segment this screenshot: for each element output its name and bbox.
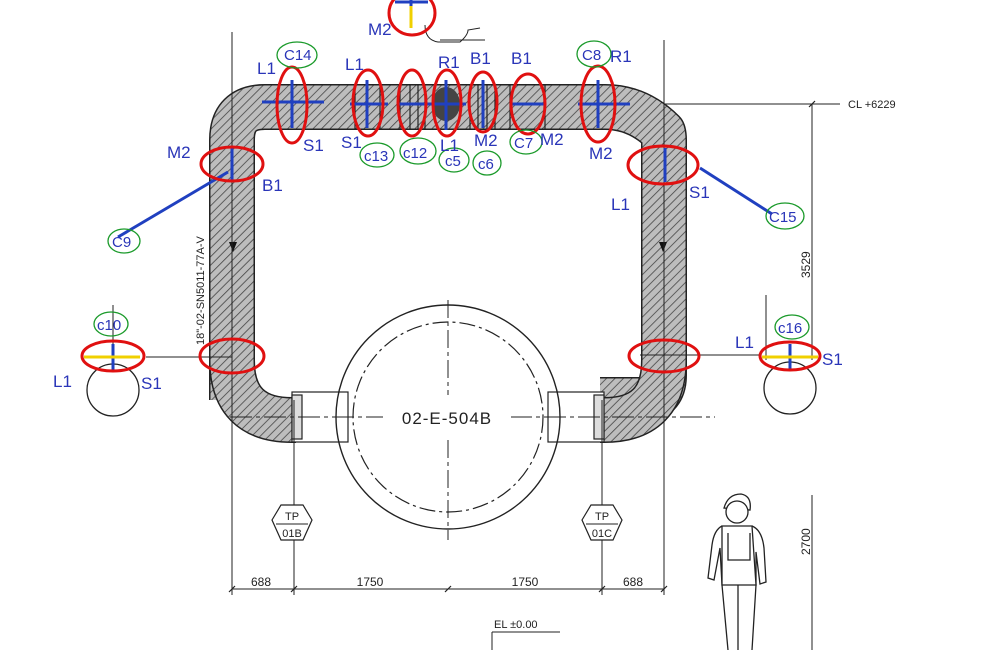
worker-figure — [707, 493, 767, 650]
component-circles — [93, 40, 810, 340]
label-top-m2: M2 — [368, 20, 392, 39]
label-c16: c16 — [778, 320, 802, 337]
label-b1-a: B1 — [470, 49, 491, 68]
tp-right-bottom: 01C — [592, 528, 612, 540]
tp-marker-right: TP 01C — [581, 504, 623, 541]
yellow-supports — [84, 6, 818, 359]
line-number: 18"-02-SN5011-77A-V — [195, 235, 207, 345]
label-l1-a: L1 — [257, 59, 276, 78]
label-l1-lb: L1 — [53, 372, 72, 391]
label-s1-rb: S1 — [822, 350, 843, 369]
equipment-shell — [230, 300, 715, 540]
support-lines — [111, 0, 792, 370]
label-c7: C7 — [514, 135, 533, 152]
label-c10: c10 — [97, 317, 121, 334]
label-c15: C15 — [769, 209, 797, 226]
label-c5: c5 — [445, 153, 461, 170]
dim-2700: 2700 — [799, 528, 813, 555]
label-c6: c6 — [478, 156, 494, 173]
label-m2-left: M2 — [167, 143, 191, 162]
label-c12: c12 — [403, 145, 427, 162]
label-r1-a: R1 — [438, 53, 460, 72]
label-l1-b: L1 — [345, 55, 364, 74]
cl-elevation: CL +6229 — [848, 99, 896, 111]
tp-marker-left: TP 01B — [271, 504, 313, 541]
label-l1-c: L1 — [440, 136, 459, 155]
label-s1-b: S1 — [341, 133, 362, 152]
pipe-loop — [209, 84, 687, 443]
dim-3529: 3529 — [799, 251, 813, 278]
equipment-tag: 02-E-504B — [402, 409, 492, 428]
label-m2-a: M2 — [474, 131, 498, 150]
label-b1-b: B1 — [511, 49, 532, 68]
tp-left-top: TP — [285, 511, 299, 523]
dim-688-left: 688 — [251, 575, 271, 589]
label-c8: C8 — [582, 47, 601, 64]
labels: M2 L1 C14 S1 L1 S1 c13 c12 R1 L1 c5 B1 M… — [53, 20, 843, 393]
dim-688-right: 688 — [623, 575, 643, 589]
label-c13: c13 — [364, 148, 388, 165]
dim-1750-left: 1750 — [357, 575, 384, 589]
label-l1-right: L1 — [611, 195, 630, 214]
label-l1-rb: L1 — [735, 333, 754, 352]
label-r1-b: R1 — [610, 47, 632, 66]
label-m2-b: M2 — [540, 130, 564, 149]
label-s1-lb: S1 — [141, 374, 162, 393]
label-b1-left: B1 — [262, 176, 283, 195]
tp-left-bottom: 01B — [282, 528, 302, 540]
label-s1-right: S1 — [689, 183, 710, 202]
label-s1-a: S1 — [303, 136, 324, 155]
tp-right-top: TP — [595, 511, 609, 523]
label-c9: C9 — [112, 234, 131, 251]
label-c14: C14 — [284, 47, 312, 64]
el-elevation: EL ±0.00 — [494, 619, 538, 631]
label-m2-c: M2 — [589, 144, 613, 163]
dim-1750-right: 1750 — [512, 575, 539, 589]
inspection-markers — [80, 0, 822, 375]
